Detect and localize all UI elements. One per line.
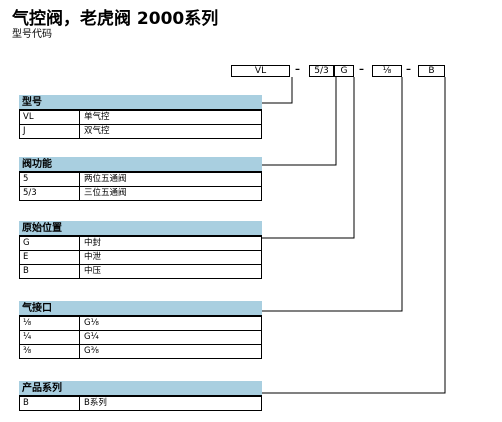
row-desc: 中封 bbox=[84, 238, 102, 248]
code-box-position: G bbox=[334, 65, 354, 77]
table-row: J 双气控 bbox=[19, 125, 262, 139]
code-box-port: ⅛ bbox=[372, 65, 402, 77]
table-row: B 中压 bbox=[19, 265, 262, 279]
section-product-series: 产品系列 B B系列 bbox=[19, 381, 262, 411]
row-code: ¼ bbox=[20, 331, 80, 344]
section-header: 型号 bbox=[19, 95, 262, 111]
table-row: VL 单气控 bbox=[19, 111, 262, 125]
row-desc: G⅛ bbox=[84, 318, 99, 328]
table-row: ⅜ G⅜ bbox=[19, 345, 262, 359]
connector-position bbox=[262, 77, 355, 239]
row-code: E bbox=[20, 251, 80, 264]
table-row: ¼ G¼ bbox=[19, 331, 262, 345]
table-row: G 中封 bbox=[19, 237, 262, 251]
connector-function bbox=[262, 77, 337, 166]
section-air-port: 气接口 ⅛ G⅛ ¼ G¼ ⅜ G⅜ bbox=[19, 301, 262, 359]
row-code: ⅛ bbox=[20, 317, 80, 330]
table-row: E 中泄 bbox=[19, 251, 262, 265]
connector-port bbox=[262, 77, 403, 312]
row-code: ⅜ bbox=[20, 345, 80, 358]
connector-series bbox=[262, 77, 446, 394]
row-desc: 中泄 bbox=[84, 252, 102, 262]
page-subtitle: 型号代码 bbox=[12, 29, 52, 40]
row-code: J bbox=[20, 125, 80, 138]
row-desc: 双气控 bbox=[84, 126, 110, 136]
row-code: 5 bbox=[20, 173, 80, 186]
row-desc: 中压 bbox=[84, 266, 102, 276]
row-code: G bbox=[20, 237, 80, 250]
row-code: 5/3 bbox=[20, 187, 80, 200]
section-model-type: 型号 VL 单气控 J 双气控 bbox=[19, 95, 262, 139]
row-desc: B系列 bbox=[84, 398, 107, 408]
table-row: ⅛ G⅛ bbox=[19, 317, 262, 331]
row-desc: G¼ bbox=[84, 332, 99, 342]
row-desc: 两位五通阀 bbox=[84, 174, 127, 184]
row-desc: G⅜ bbox=[84, 346, 99, 356]
row-code: B bbox=[20, 265, 80, 278]
section-header: 气接口 bbox=[19, 301, 262, 317]
table-row: 5 两位五通阀 bbox=[19, 173, 262, 187]
table-row: B B系列 bbox=[19, 397, 262, 411]
code-box-type: VL bbox=[231, 65, 290, 77]
table-row: 5/3 三位五通阀 bbox=[19, 187, 262, 201]
row-desc: 三位五通阀 bbox=[84, 188, 127, 198]
page-title: 气控阀，老虎阀 2000系列 bbox=[12, 9, 219, 29]
connector-type bbox=[262, 77, 293, 104]
code-dash: – bbox=[295, 64, 300, 75]
code-dash: – bbox=[406, 64, 411, 75]
row-code: B bbox=[20, 397, 80, 410]
section-valve-function: 阀功能 5 两位五通阀 5/3 三位五通阀 bbox=[19, 157, 262, 201]
section-header: 阀功能 bbox=[19, 157, 262, 173]
row-code: VL bbox=[20, 111, 80, 124]
code-box-series: B bbox=[418, 65, 445, 77]
row-desc: 单气控 bbox=[84, 112, 110, 122]
section-header: 原始位置 bbox=[19, 221, 262, 237]
code-box-function: 5/3 bbox=[309, 65, 334, 77]
code-dash: – bbox=[359, 64, 364, 75]
section-initial-position: 原始位置 G 中封 E 中泄 B 中压 bbox=[19, 221, 262, 279]
section-header: 产品系列 bbox=[19, 381, 262, 397]
